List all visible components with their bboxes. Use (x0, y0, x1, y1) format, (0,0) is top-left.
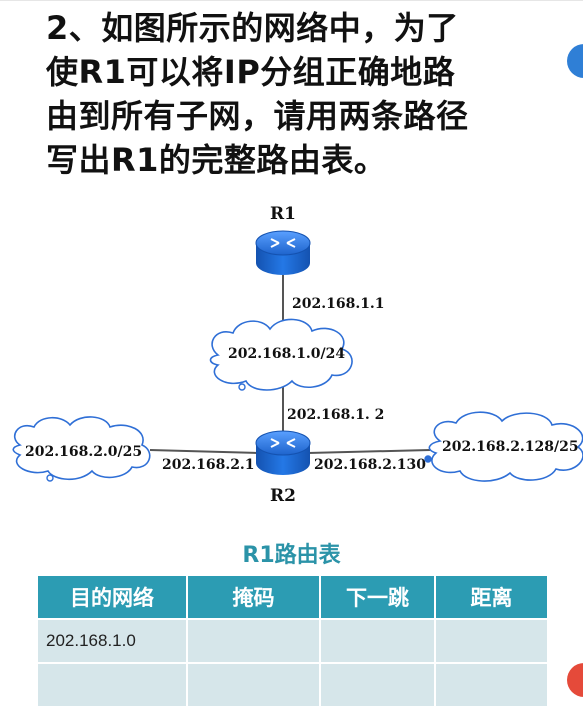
header-mask: 掩码 (186, 574, 321, 620)
network-right-label: 202.168.2.128/25 (442, 439, 579, 455)
link-r2-net-left (149, 449, 259, 454)
routing-table: 目的网络 掩码 下一跳 距离 202.168.1.0 (36, 574, 549, 708)
side-nav-button[interactable] (567, 44, 583, 78)
r2-interface-right-label: 202.168.2.130 (314, 457, 426, 473)
question-line-4: 写出R1的完整路由表。 (46, 141, 387, 179)
r1-interface-label: 202.168.1.1 (292, 296, 385, 312)
cell-next-hop (319, 662, 436, 708)
side-action-button[interactable] (567, 663, 583, 697)
cell-distance (434, 662, 549, 708)
cell-destination (36, 662, 188, 708)
router-r1-icon (255, 230, 311, 275)
network-right-cloud (424, 411, 583, 482)
cell-distance (434, 618, 549, 664)
cell-next-hop (319, 618, 436, 664)
question-line-1: 2、如图所示的网络中，为了 (46, 9, 459, 47)
network-left-label: 202.168.2.0/25 (25, 444, 142, 460)
question-text: 2、如图所示的网络中，为了 使R1可以将IP分组正确地路 由到所有子网，请用两条… (46, 6, 526, 182)
cell-mask (186, 662, 321, 708)
table-row (36, 662, 549, 708)
cell-destination: 202.168.1.0 (36, 618, 188, 664)
table-header-row: 目的网络 掩码 下一跳 距离 (36, 574, 549, 620)
router-r1-label: R1 (270, 204, 296, 224)
network-top-label: 202.168.1.0/24 (228, 346, 345, 362)
table-row: 202.168.1.0 (36, 618, 549, 664)
header-destination: 目的网络 (36, 574, 188, 620)
cell-mask (186, 618, 321, 664)
header-next-hop: 下一跳 (319, 574, 436, 620)
network-left-cloud (12, 416, 151, 482)
header-distance: 距离 (434, 574, 549, 620)
r2-interface-left-label: 202.168.2.1 (162, 457, 255, 473)
r2-interface-top-label: 202.168.1. 2 (287, 407, 384, 423)
top-border (0, 0, 583, 1)
question-line-3: 由到所有子网，请用两条路径 (46, 97, 469, 135)
network-top-cloud (209, 318, 353, 391)
network-diagram: R1 202.168.1.1 202.168.1.0/24 202.168.1.… (12, 204, 583, 506)
table-title: R1路由表 (242, 543, 341, 568)
question-line-2: 使R1可以将IP分组正确地路 (46, 53, 456, 91)
link-r2-net-right (307, 449, 431, 454)
router-r2-label: R2 (270, 486, 296, 506)
router-r2-icon (255, 430, 311, 475)
